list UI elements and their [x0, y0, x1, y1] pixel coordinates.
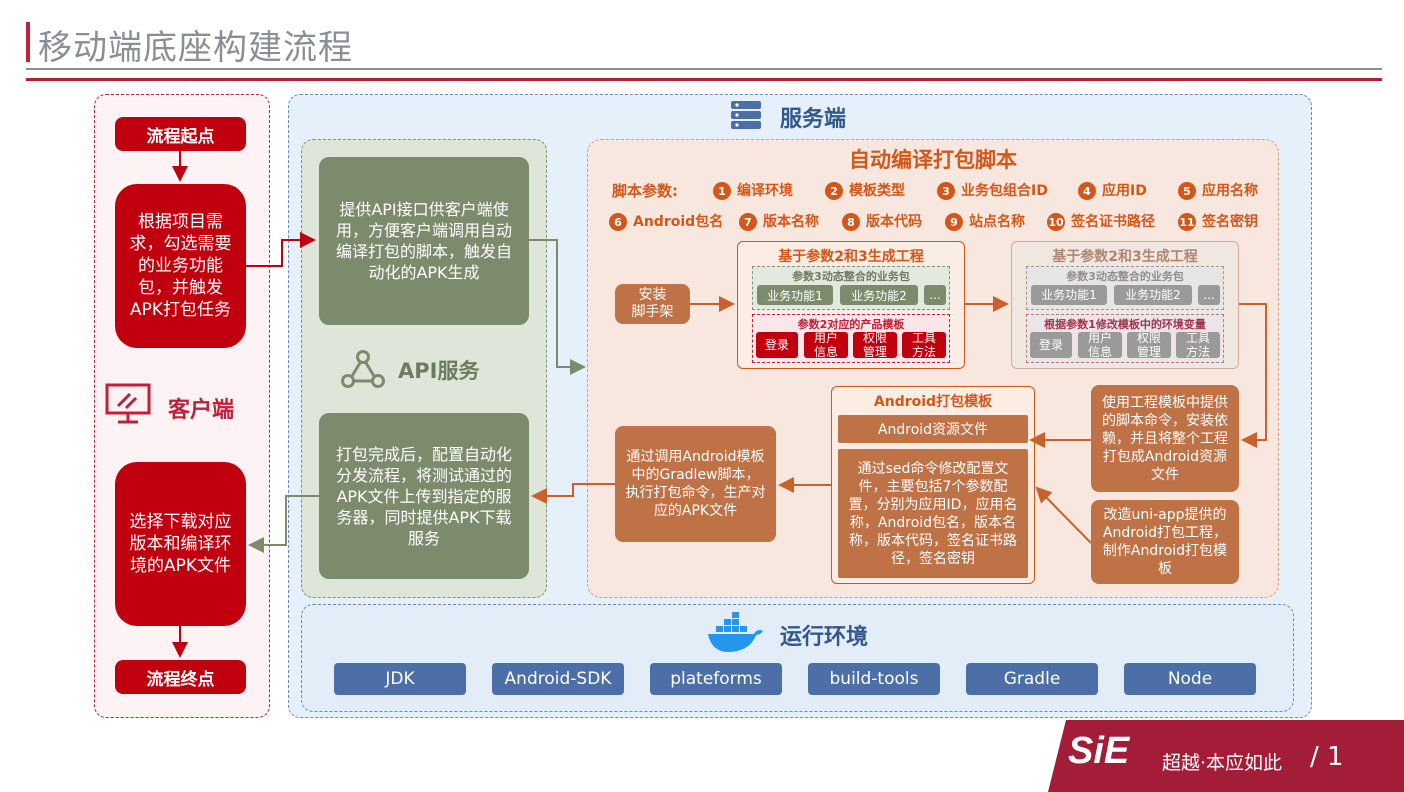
network-icon	[340, 348, 386, 390]
gradle-build-step: 通过调用Android模板中的Gradlew脚本，执行打包命令，生产对应的APK…	[615, 426, 776, 542]
monitor-icon	[104, 382, 154, 426]
footer-banner	[1048, 720, 1404, 792]
package-resources-step: 使用工程模板中提供的脚本命令，安装依赖，并且将整个工程打包成Android资源文…	[1091, 385, 1239, 492]
template-module-chip: 权限 管理	[1127, 331, 1171, 359]
brand-slogan: 超越·本应如此	[1162, 752, 1283, 774]
runtime-item: JDK	[334, 663, 466, 695]
title-divider	[26, 68, 1382, 70]
business-feature-chip: 业务功能2	[1114, 285, 1192, 305]
business-feature-more: ...	[924, 285, 946, 305]
generate-project-title: 基于参数2和3生成工程	[778, 249, 924, 265]
runtime-item: Node	[1124, 663, 1256, 695]
brand-logo: SiE	[1068, 730, 1130, 772]
build-script-title: 自动编译打包脚本	[849, 148, 1017, 172]
flow-end-node: 流程终点	[115, 660, 246, 694]
api-card-distribute: 打包完成后，配置自动化分发流程，将测试通过的APK文件上传到指定的服务器，同时提…	[319, 413, 529, 579]
runtime-item: build-tools	[808, 663, 940, 695]
title-divider-red	[26, 78, 1382, 81]
android-resource-files: Android资源文件	[838, 415, 1028, 443]
template-module-chip: 工具 方法	[902, 331, 946, 359]
template-module-chip: 工具 方法	[1176, 331, 1220, 359]
template-module-chip: 登录	[756, 332, 798, 358]
business-feature-chip: 业务功能1	[757, 285, 833, 305]
business-feature-chip: 业务功能1	[1031, 285, 1107, 305]
template-module-chip: 用户 信息	[804, 331, 848, 359]
docker-icon	[706, 612, 764, 654]
client-step-select-features: 根据项目需求，勾选需要的业务功能包，并触发APK打包任务	[115, 184, 246, 348]
product-template-title: 参数2对应的产品模板	[797, 318, 905, 331]
flow-start-node: 流程起点	[115, 117, 246, 151]
generate-project-title: 基于参数2和3生成工程	[1052, 249, 1198, 265]
title-accent-bar	[26, 22, 30, 62]
runtime-item: plateforms	[650, 663, 782, 695]
api-service-label: API服务	[398, 359, 480, 383]
page-number: / 1	[1310, 742, 1344, 772]
api-card-trigger: 提供API接口供客户端使用，方便客户端调用自动编译打包的脚本，触发自动化的APK…	[319, 157, 529, 325]
install-scaffold-step: 安装 脚手架	[615, 284, 690, 324]
business-feature-more: ...	[1198, 285, 1220, 305]
runtime-item: Android-SDK	[492, 663, 624, 695]
client-step-download-apk: 选择下载对应版本和编译环境的APK文件	[115, 462, 246, 626]
business-feature-chip: 业务功能2	[840, 285, 918, 305]
sed-config-step: 通过sed命令修改配置文件，主要包括7个参数配置，分别为应用ID，应用名称，An…	[838, 449, 1028, 578]
runtime-item: Gradle	[966, 663, 1098, 695]
business-packages-title: 参数3动态整合的业务包	[1066, 270, 1184, 283]
business-packages-title: 参数3动态整合的业务包	[792, 270, 910, 283]
script-params-label: 脚本参数:	[612, 182, 678, 200]
template-module-chip: 权限 管理	[853, 331, 897, 359]
server-label: 服务端	[780, 107, 847, 132]
runtime-label: 运行环境	[780, 625, 869, 650]
template-module-chip: 登录	[1030, 332, 1072, 358]
android-template-title: Android打包模板	[873, 394, 993, 410]
server-icon	[730, 99, 762, 131]
uniapp-template-step: 改造uni-app提供的Android打包工程，制作Android打包模板	[1091, 500, 1239, 584]
template-module-chip: 用户 信息	[1078, 331, 1122, 359]
page-title: 移动端底座构建流程	[38, 28, 353, 68]
env-template-title: 根据参数1修改模板中的环境变量	[1044, 318, 1206, 331]
client-label: 客户端	[168, 398, 235, 423]
